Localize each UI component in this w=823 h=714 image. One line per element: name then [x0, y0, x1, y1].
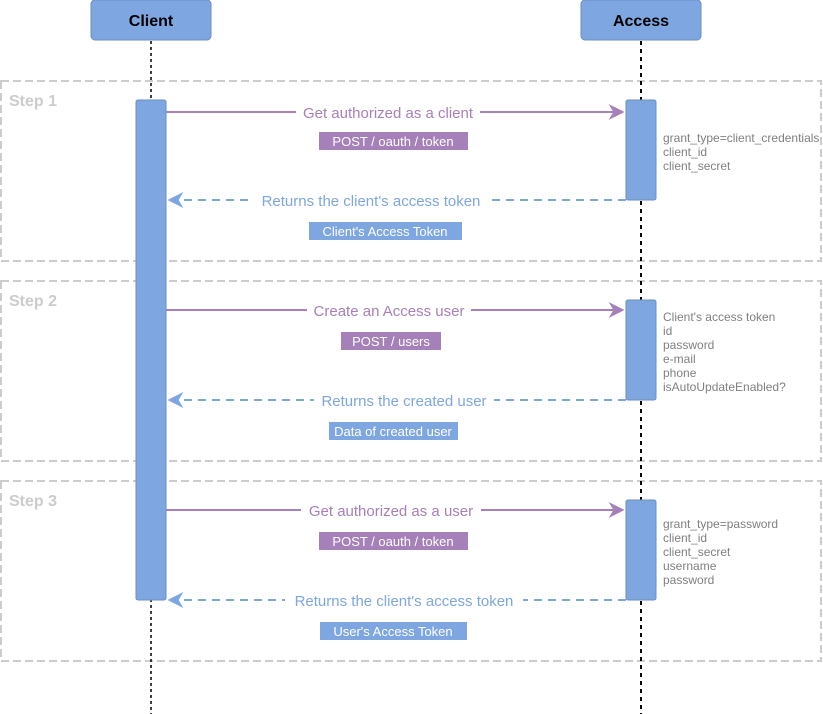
step-3-param: username — [663, 559, 717, 573]
step-2-param: phone — [663, 366, 697, 380]
step-3-params: grant_type=password client_id client_sec… — [663, 517, 778, 587]
step-1-param: client_secret — [663, 159, 731, 173]
step-1-param: client_id — [663, 145, 707, 159]
step-1-result-badge — [309, 222, 462, 240]
access-activation-bar-3 — [625, 499, 657, 601]
step-2-request-label: Create an Access user — [314, 303, 465, 320]
client-activation-bar — [135, 99, 167, 601]
step-1-result-text: Client's Access Token — [322, 224, 447, 239]
step-2-param: isAutoUpdateEnabled? — [663, 380, 786, 394]
step-2-title: Step 2 — [9, 293, 57, 310]
step-3-result-badge — [320, 622, 467, 640]
step-1-endpoint-badge — [319, 132, 468, 150]
client-participant-label: Client — [129, 13, 174, 30]
step-3-title: Step 3 — [9, 493, 57, 510]
step-2-param: password — [663, 338, 714, 352]
step-2-result-text: Data of created user — [334, 424, 452, 439]
step-3-request-label: Get authorized as a user — [309, 503, 473, 520]
step-2-frame: Step 2 — [0, 280, 822, 462]
step-2-endpoint-text: POST / users — [352, 334, 430, 349]
step-3-param: grant_type=password — [663, 517, 778, 531]
step-2-params: Client's access token id password e-mail… — [663, 310, 786, 394]
step-3-param: client_id — [663, 531, 707, 545]
step-2-endpoint-badge — [341, 332, 441, 350]
step-3-frame: Step 3 — [0, 480, 822, 662]
step-1-param: grant_type=client_credentials — [663, 131, 819, 145]
step-3-response-label: Returns the client's access token — [295, 593, 514, 610]
step-2-param: id — [663, 324, 672, 338]
step-1-endpoint-text: POST / oauth / token — [332, 134, 453, 149]
step-3-endpoint-badge — [319, 532, 468, 550]
step-2-response-label: Returns the created user — [321, 393, 486, 410]
access-participant-label: Access — [613, 13, 669, 30]
step-1-title: Step 1 — [9, 93, 57, 110]
access-participant: Access — [580, 0, 702, 41]
step-1-frame: Step 1 — [0, 80, 822, 262]
step-3-result-text: User's Access Token — [333, 624, 452, 639]
step-1-request-label: Get authorized as a client — [303, 105, 474, 122]
step-3-param: client_secret — [663, 545, 731, 559]
step-3-param: password — [663, 573, 714, 587]
step-2-param: Client's access token — [663, 310, 775, 324]
access-activation-bar-2 — [625, 299, 657, 401]
client-participant: Client — [90, 0, 212, 41]
access-activation-bar-1 — [625, 99, 657, 201]
step-2-param: e-mail — [663, 352, 696, 366]
step-3-endpoint-text: POST / oauth / token — [332, 534, 453, 549]
step-1-params: grant_type=client_credentials client_id … — [663, 131, 819, 173]
step-1-response-label: Returns the client's access token — [262, 193, 481, 210]
step-2-result-badge — [329, 422, 458, 440]
